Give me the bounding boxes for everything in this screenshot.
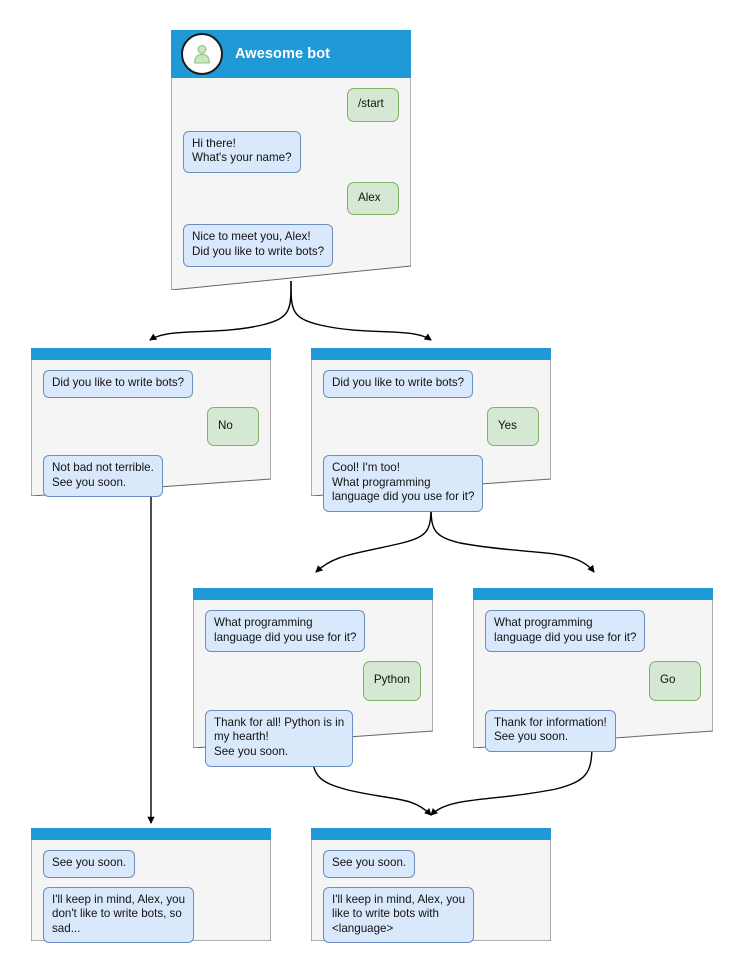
node-no-branch-chat: Did you like to write bots? No Not bad n…: [31, 360, 271, 498]
message-row: Thank for all! Python is in my hearth! S…: [205, 709, 421, 767]
bot-message[interactable]: Did you like to write bots?: [43, 370, 194, 398]
bot-message[interactable]: Nice to meet you, Alex! Did you like to …: [183, 224, 334, 267]
node-end-no-chat: See you soon. I'll keep in mind, Alex, y…: [31, 840, 271, 944]
node-end-no-titlebar: [31, 828, 271, 840]
user-message[interactable]: Python: [362, 661, 421, 701]
user-message[interactable]: No: [207, 406, 259, 447]
node-yes-branch-chat: Did you like to write bots? Yes Cool! I'…: [311, 360, 551, 512]
message-row: What programming language did you use fo…: [205, 610, 421, 653]
node-end-yes[interactable]: See you soon. I'll keep in mind, Alex, y…: [311, 828, 551, 944]
bot-message[interactable]: What programming language did you use fo…: [485, 610, 646, 653]
message-row: Not bad not terrible. See you soon.: [43, 455, 259, 498]
bot-title: Awesome bot: [235, 46, 331, 62]
node-root[interactable]: Awesome bot /start Hi there! What's your…: [171, 30, 411, 290]
message-row: I'll keep in mind, Alex, you don't like …: [43, 886, 259, 944]
message-row: See you soon.: [43, 850, 259, 878]
message-row: Did you like to write bots?: [323, 370, 539, 398]
bot-message[interactable]: What programming language did you use fo…: [205, 610, 366, 653]
user-message[interactable]: Go: [649, 661, 701, 701]
bot-message[interactable]: Thank for all! Python is in my hearth! S…: [205, 709, 354, 767]
node-no-branch[interactable]: Did you like to write bots? No Not bad n…: [31, 348, 271, 498]
message-row: /start: [183, 88, 399, 122]
user-message[interactable]: Alex: [347, 181, 399, 216]
message-row: Nice to meet you, Alex! Did you like to …: [183, 224, 399, 267]
node-no-branch-titlebar: [31, 348, 271, 360]
node-python-branch-titlebar: [193, 588, 433, 600]
message-row: Go: [485, 661, 701, 701]
bot-message[interactable]: See you soon.: [323, 850, 416, 878]
node-python-branch[interactable]: What programming language did you use fo…: [193, 588, 433, 767]
edge-go-to-end-yes: [430, 744, 593, 816]
node-yes-branch-titlebar: [311, 348, 551, 360]
bot-message[interactable]: Not bad not terrible. See you soon.: [43, 455, 163, 498]
message-row: No: [43, 406, 259, 447]
user-message[interactable]: Yes: [487, 406, 539, 447]
bot-message[interactable]: I'll keep in mind, Alex, you like to wri…: [323, 886, 475, 944]
node-go-branch-chat: What programming language did you use fo…: [473, 600, 713, 752]
bot-message[interactable]: Hi there! What's your name?: [183, 130, 301, 173]
message-row: Thank for information! See you soon.: [485, 709, 701, 752]
node-end-yes-titlebar: [311, 828, 551, 840]
message-row: Yes: [323, 406, 539, 447]
message-row: Did you like to write bots?: [43, 370, 259, 398]
message-row: What programming language did you use fo…: [485, 610, 701, 653]
bot-message[interactable]: Cool! I'm too! What programming language…: [323, 455, 484, 512]
message-row: Hi there! What's your name?: [183, 130, 399, 173]
node-yes-branch[interactable]: Did you like to write bots? Yes Cool! I'…: [311, 348, 551, 512]
bot-message[interactable]: See you soon.: [43, 850, 136, 878]
bot-message[interactable]: Did you like to write bots?: [323, 370, 474, 398]
bot-message[interactable]: I'll keep in mind, Alex, you don't like …: [43, 886, 195, 944]
message-row: See you soon.: [323, 850, 539, 878]
node-go-branch[interactable]: What programming language did you use fo…: [473, 588, 713, 752]
user-message[interactable]: /start: [347, 88, 399, 122]
node-root-titlebar: Awesome bot: [171, 30, 411, 78]
message-row: Python: [205, 661, 421, 701]
message-row: Alex: [183, 181, 399, 216]
node-end-no[interactable]: See you soon. I'll keep in mind, Alex, y…: [31, 828, 271, 944]
node-root-chat: /start Hi there! What's your name? Alex …: [171, 78, 411, 267]
node-end-yes-chat: See you soon. I'll keep in mind, Alex, y…: [311, 840, 551, 944]
message-row: Cool! I'm too! What programming language…: [323, 455, 539, 512]
node-python-branch-chat: What programming language did you use fo…: [193, 600, 433, 767]
bot-message[interactable]: Thank for information! See you soon.: [485, 709, 616, 752]
user-avatar-icon: [181, 33, 223, 75]
node-go-branch-titlebar: [473, 588, 713, 600]
message-row: I'll keep in mind, Alex, you like to wri…: [323, 886, 539, 944]
